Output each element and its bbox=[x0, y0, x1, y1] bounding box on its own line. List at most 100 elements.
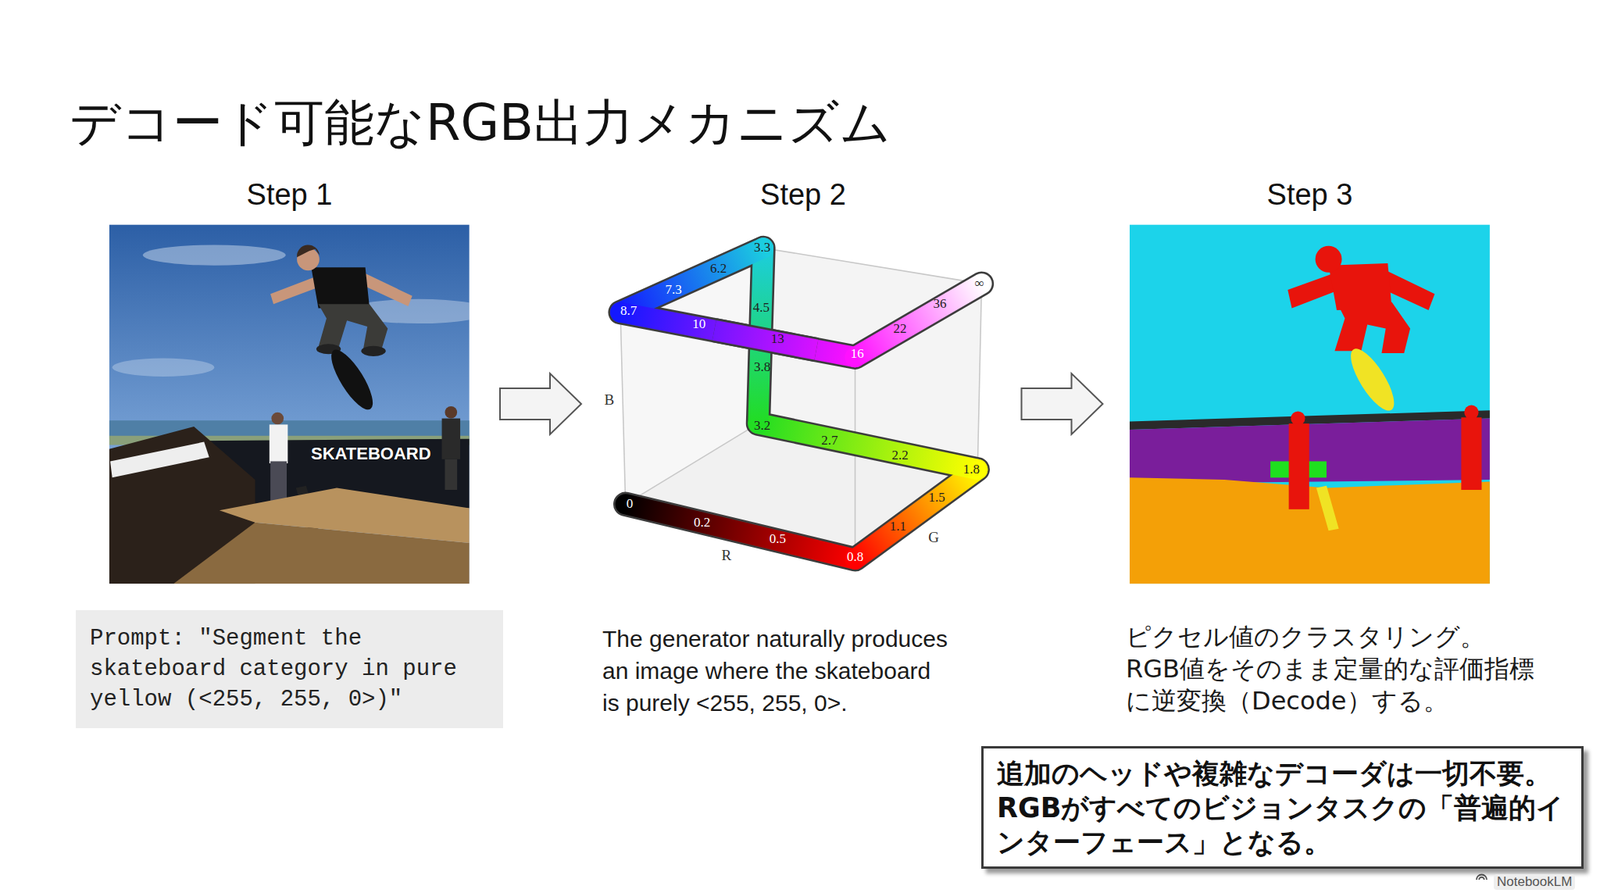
watermark: NotebookLM bbox=[1493, 874, 1575, 890]
axis-label: R bbox=[721, 546, 733, 565]
value-label: 3.2 bbox=[753, 417, 771, 434]
axis-label: B bbox=[603, 391, 615, 409]
rgb-color-cube-part-part bbox=[620, 247, 982, 559]
skate-photo-part bbox=[269, 424, 289, 464]
step-heading: Step 2 bbox=[564, 177, 1042, 212]
note-box: 追加のヘッドや複雑なデコーダは一切不要。RGBがすべてのビジョンタスクの「普遍的… bbox=[981, 746, 1584, 869]
segmentation-map-part bbox=[1316, 485, 1340, 531]
rgb-color-cube-part bbox=[714, 330, 817, 350]
skate-photo-part bbox=[324, 344, 380, 416]
value-label: 1.1 bbox=[889, 518, 907, 535]
block-arrow bbox=[500, 373, 582, 435]
rgb-color-cube-part-part bbox=[620, 247, 764, 312]
value-label: 10 bbox=[692, 316, 706, 333]
value-label: 0.8 bbox=[846, 549, 864, 565]
rgb-color-cube-part-part bbox=[757, 423, 978, 470]
segmentation-map-part bbox=[1129, 418, 1490, 485]
segmentation-map-part bbox=[1342, 342, 1402, 417]
segmentation-map-part-part bbox=[1460, 417, 1482, 490]
rgb-color-cube-part-part bbox=[620, 247, 764, 312]
rgb-color-cube-part-part bbox=[977, 283, 982, 470]
skate-photo-part bbox=[112, 358, 215, 378]
skate-photo-part bbox=[296, 244, 320, 258]
rgb-color-cube-part-part bbox=[620, 312, 855, 358]
rgb-color-cube-part-part bbox=[855, 469, 979, 560]
segmentation-map-part bbox=[1129, 224, 1490, 584]
segmentation-panel: Step 3 bbox=[1129, 224, 1490, 584]
segmentation-map-part-part bbox=[1289, 423, 1310, 510]
segmentation-map-part-part bbox=[1290, 410, 1305, 425]
note-text: 追加のヘッドや複雑なデコーダは一切不要。 bbox=[996, 756, 1568, 791]
rgb-color-cube-part-part bbox=[625, 503, 856, 560]
skate-photo-part bbox=[310, 267, 369, 308]
prompt-box: Prompt: "Segment the skateboard category… bbox=[75, 610, 504, 729]
rgb-color-cube-part-part bbox=[620, 312, 626, 505]
prompt-text: Prompt: "Segment the skateboard category… bbox=[89, 623, 490, 715]
rgb-color-cube-part-part bbox=[763, 247, 983, 284]
rgb-color-cube-part-part bbox=[620, 312, 855, 358]
value-label: 3.8 bbox=[753, 359, 771, 375]
skate-photo-part bbox=[142, 245, 286, 266]
value-label: 4.5 bbox=[753, 300, 770, 316]
value-label: 1.8 bbox=[963, 461, 980, 478]
rgb-color-cube-part bbox=[620, 247, 982, 559]
rgb-color-cube-part bbox=[620, 247, 982, 559]
skate-photo-part bbox=[271, 412, 284, 425]
block-arrow bbox=[1021, 373, 1104, 435]
step-heading: Step 1 bbox=[62, 177, 517, 212]
segmentation-map bbox=[1129, 224, 1490, 584]
skate-photo-part bbox=[360, 346, 386, 357]
step-caption: RGB値をそのまま定量的な評価指標に逆変換（Decode）する。 bbox=[1125, 653, 1536, 718]
value-label: 6.2 bbox=[710, 260, 727, 277]
value-label: 13 bbox=[771, 331, 785, 347]
value-label: 36 bbox=[932, 296, 947, 312]
skate-photo bbox=[109, 224, 470, 584]
value-label: 2.2 bbox=[891, 447, 908, 464]
photo-panel: Step 1 bbox=[109, 224, 470, 584]
sign-text: SKATEBOARD bbox=[310, 443, 432, 465]
value-label: 16 bbox=[850, 346, 865, 362]
value-label: 22 bbox=[893, 321, 908, 337]
segmentation-map-part bbox=[1287, 246, 1482, 510]
segmentation-map-part-part bbox=[1315, 246, 1343, 273]
value-label: 3.3 bbox=[753, 239, 771, 256]
value-label: 8.7 bbox=[620, 303, 637, 319]
segmentation-map-part-part bbox=[1464, 405, 1479, 420]
rgb-color-cube-part-part bbox=[625, 503, 856, 560]
rgb-color-cube-part bbox=[714, 330, 817, 350]
watermark-icon-part bbox=[1476, 874, 1487, 880]
rgb-color-cube-part bbox=[620, 247, 982, 559]
step-caption: The generator naturally produces an imag… bbox=[602, 622, 953, 719]
rgb-color-cube-part-part bbox=[757, 423, 978, 470]
note-text: RGBがすべてのビジョンタスクの「普遍的インターフェース」となる。 bbox=[996, 790, 1568, 860]
rgb-color-cube-part-part bbox=[625, 423, 759, 504]
value-label: 0.2 bbox=[693, 514, 711, 531]
rgb-color-cube-part-part bbox=[854, 357, 857, 560]
watermark-icon-part bbox=[1478, 877, 1485, 880]
skate-photo-part bbox=[109, 224, 470, 584]
value-label: 2.7 bbox=[821, 432, 838, 449]
rgb-color-cube-part-part bbox=[855, 283, 983, 358]
value-label: 0 bbox=[626, 496, 634, 512]
skate-photo-part bbox=[442, 418, 461, 460]
axis-label: G bbox=[928, 528, 940, 547]
skate-photo-part bbox=[219, 487, 470, 543]
segmentation-map-part-part bbox=[1334, 302, 1411, 354]
value-label: 1.5 bbox=[928, 489, 945, 506]
value-label: 7.3 bbox=[664, 282, 682, 298]
rgb-color-cube-part-part bbox=[855, 283, 983, 358]
rgb-color-cube-part-part bbox=[855, 469, 979, 560]
skate-photo-part bbox=[318, 303, 389, 349]
watermark-icon bbox=[1476, 874, 1487, 880]
value-label: ∞ bbox=[975, 275, 985, 292]
value-label: 0.5 bbox=[769, 531, 786, 547]
skate-photo-part bbox=[110, 442, 210, 479]
segmentation-map-part bbox=[1129, 477, 1490, 584]
skate-photo-part bbox=[444, 459, 458, 490]
rgb-color-cube bbox=[620, 247, 982, 559]
slide-title: デコード可能なRGB出力メカニズム bbox=[69, 92, 892, 154]
skate-photo-part bbox=[444, 406, 458, 419]
step-caption: ピクセル値のクラスタリング。 bbox=[1125, 621, 1486, 654]
step-heading: Step 3 bbox=[1082, 177, 1537, 212]
